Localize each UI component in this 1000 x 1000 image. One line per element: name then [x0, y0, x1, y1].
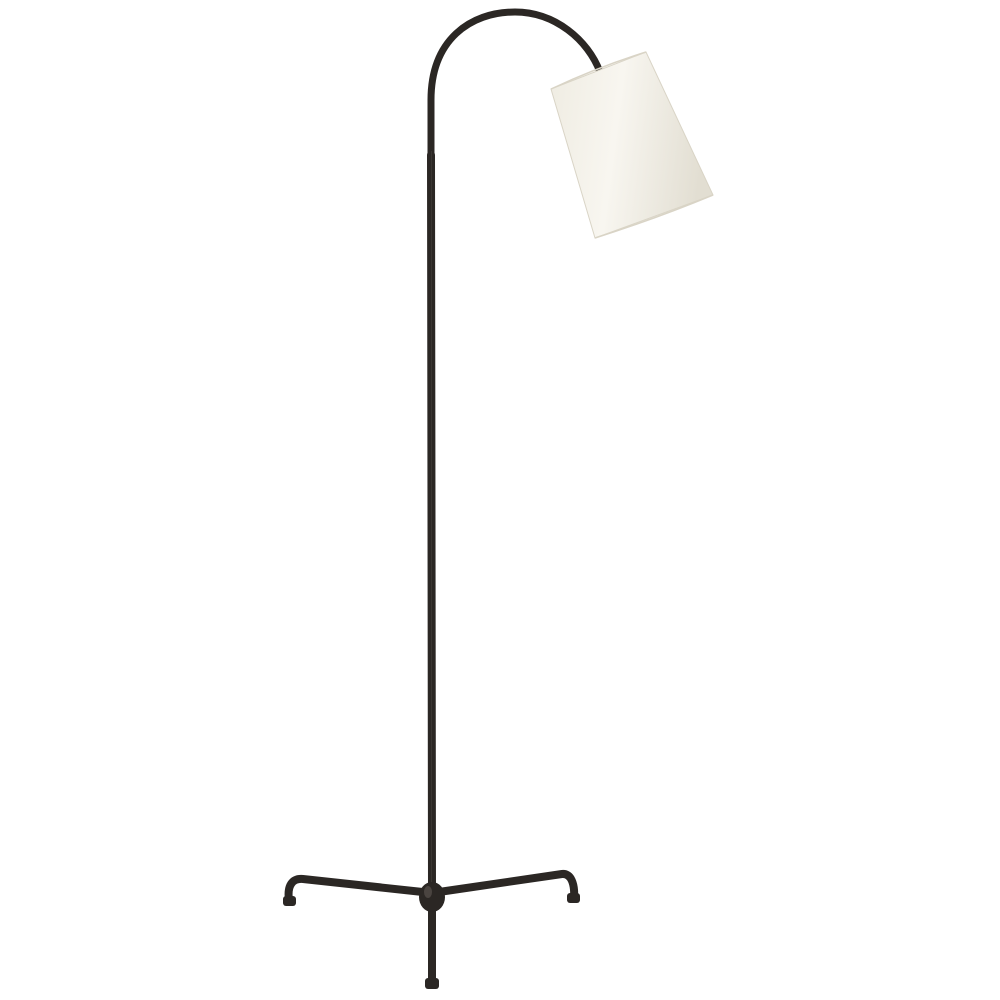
lamp-pole	[427, 151, 436, 894]
lamp-shade	[550, 51, 714, 239]
lamp-arm-arch	[427, 8, 604, 164]
lamp-leg-right	[428, 870, 579, 902]
lamp-base-hub	[419, 882, 445, 912]
lamp-shade-bottom-rim	[594, 194, 714, 239]
lamp-shade-top-rim	[550, 51, 647, 90]
lamp-foot-left	[283, 896, 296, 906]
lamp-foot-right	[567, 893, 580, 903]
lamp-foot-front	[425, 978, 439, 989]
lamp-leg-left	[284, 874, 436, 904]
lamp-base-hub-highlight	[424, 886, 432, 898]
